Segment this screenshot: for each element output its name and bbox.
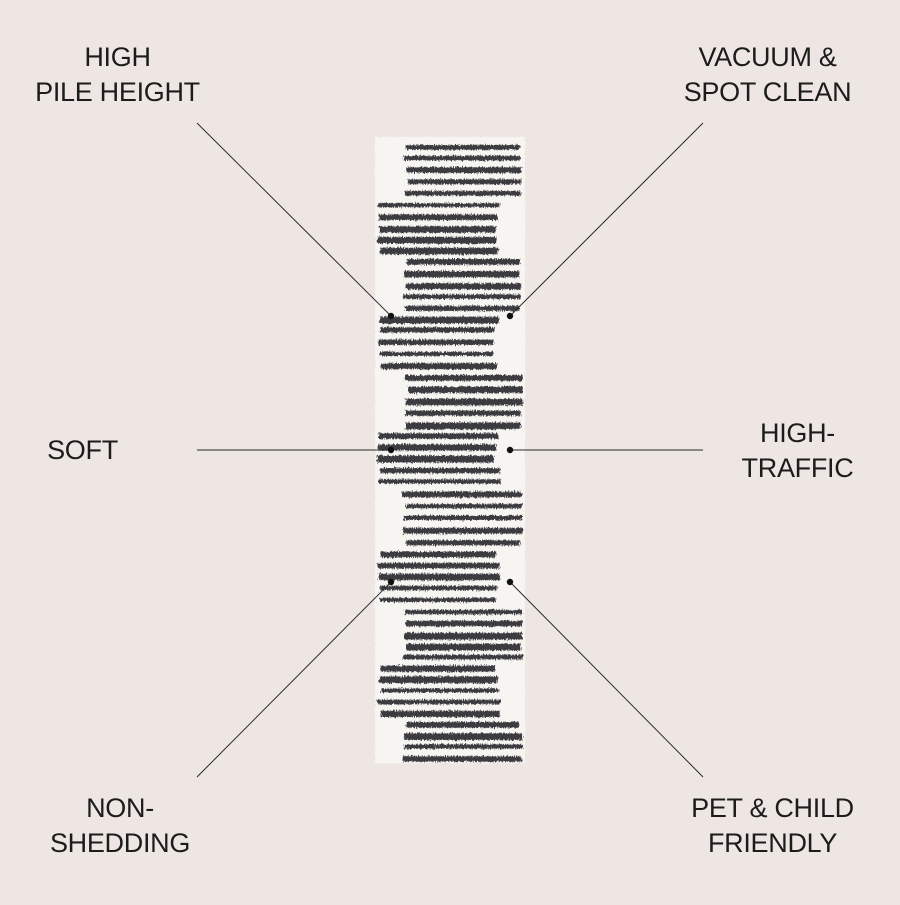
rug-stripe	[380, 363, 497, 370]
leader-line	[196, 581, 392, 778]
rug-stripe	[378, 573, 500, 581]
rug-stripe	[403, 155, 520, 161]
rug-stripe	[403, 271, 520, 278]
rug-stripe	[378, 339, 494, 345]
label-line: HIGH-	[760, 418, 835, 448]
rug-stripe	[404, 632, 522, 640]
rug-stripe	[403, 294, 521, 299]
rug-stripe	[379, 226, 496, 233]
rug-stripe	[405, 422, 521, 430]
rug-stripe	[379, 351, 494, 356]
feature-label-non-shedding: NON- SHEDDING	[30, 791, 210, 861]
label-line: PET & CHILD	[691, 793, 854, 823]
rug-stripe	[406, 503, 522, 509]
rug-stripe	[380, 688, 499, 693]
feature-label-soft: SOFT	[20, 433, 145, 468]
feature-label-vacuum-spot-clean: VACUUM & SPOT CLEAN	[670, 40, 865, 110]
rug-stripe	[406, 259, 520, 265]
rug-stripe	[404, 375, 523, 381]
rug-stripe	[406, 643, 521, 651]
rug-stripe	[377, 455, 494, 463]
leader-dot	[387, 446, 395, 454]
label-line: PILE HEIGHT	[35, 77, 200, 107]
rug-stripe	[380, 710, 500, 717]
rug-stripe	[403, 744, 523, 749]
rug-stripe	[377, 236, 497, 244]
label-line: TRAFFIC	[741, 453, 854, 483]
rug-stripe	[402, 491, 522, 498]
leader-dot	[387, 312, 395, 320]
rug-stripe	[406, 722, 520, 728]
rug-stripe	[403, 515, 523, 520]
rug-stripe	[404, 190, 521, 196]
rug-stripe	[403, 733, 523, 740]
rug-stripe	[407, 179, 521, 185]
rug-stripe	[408, 386, 523, 394]
leader-dot	[506, 578, 514, 586]
rug-stripe	[402, 756, 522, 762]
leader-line	[509, 581, 704, 778]
leader-dot	[506, 446, 514, 454]
rug-stripe	[380, 585, 498, 591]
rug-stripe	[406, 167, 522, 173]
rug-stripe	[380, 468, 500, 474]
rug-stripe	[404, 609, 522, 615]
rug-stripes	[377, 145, 523, 762]
label-line: SHEDDING	[49, 828, 191, 858]
rug-stripe	[379, 597, 496, 602]
rug-stripe	[378, 433, 499, 439]
leader-line	[509, 122, 704, 317]
feature-label-pet-child-friendly: PET & CHILD FRIENDLY	[680, 791, 865, 861]
rug-stripe	[380, 247, 499, 255]
label-line: SOFT	[47, 435, 118, 465]
rug-stripe	[380, 551, 497, 558]
rug-stripe	[405, 283, 522, 290]
rug-stripe	[405, 305, 520, 311]
rug-stripe	[405, 410, 521, 416]
rug-stripe	[377, 699, 501, 705]
leader-dot	[506, 312, 514, 320]
label-line: HIGH	[84, 42, 151, 72]
rug-stripe	[403, 527, 523, 534]
rug-stripe	[406, 620, 523, 627]
label-line: FRIENDLY	[707, 828, 838, 858]
leader-lines	[196, 122, 704, 778]
feature-label-high-pile-height: HIGH PILE HEIGHT	[20, 40, 215, 110]
leader-line	[196, 122, 392, 317]
rug-stripe	[378, 214, 498, 221]
rug-stripe	[377, 203, 500, 208]
feature-label-high-traffic: HIGH- TRAFFIC	[730, 416, 865, 486]
rug-stripe	[380, 665, 495, 672]
leader-dot	[387, 578, 395, 586]
rug-stripe	[405, 145, 520, 150]
label-line: SPOT CLEAN	[683, 77, 852, 107]
label-line: NON-	[86, 793, 154, 823]
rug-stripe	[377, 562, 500, 569]
rug-stripe	[378, 444, 497, 451]
rug-stripe	[403, 654, 523, 660]
label-line: VACUUM &	[698, 42, 837, 72]
rug-stripe	[379, 676, 498, 684]
rug-stripe	[378, 479, 501, 484]
rug-stripe	[405, 398, 523, 406]
rug-stripe	[406, 540, 520, 546]
rug-stripe	[379, 327, 495, 333]
rug-stripe	[379, 316, 499, 324]
